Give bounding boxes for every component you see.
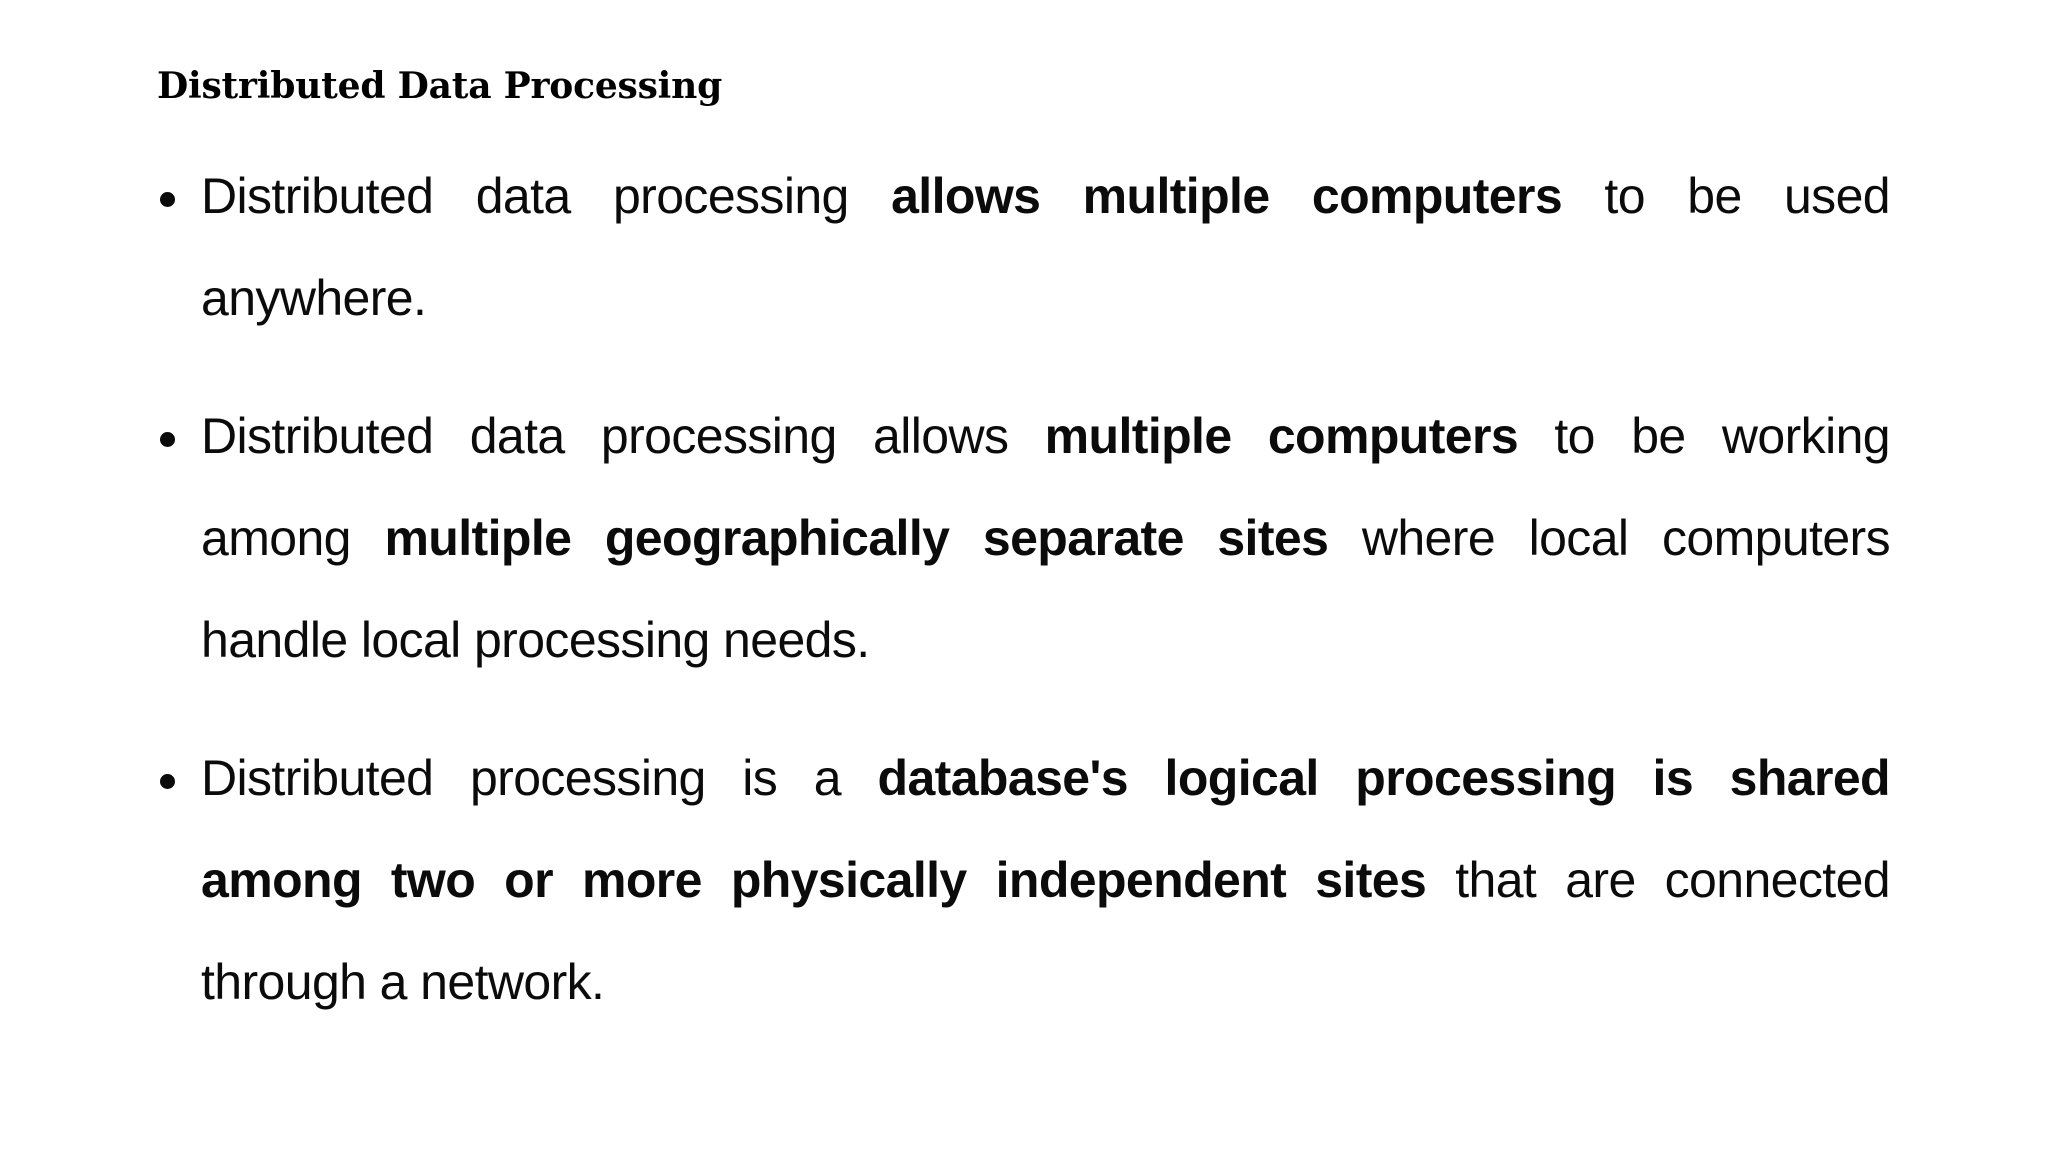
bullet-text-line: handle local processing needs. bbox=[201, 589, 1890, 691]
bullet-icon bbox=[160, 432, 175, 447]
bullet-item: Distributed data processing allows multi… bbox=[157, 385, 1891, 691]
bullet-list: Distributed data processing allows multi… bbox=[157, 145, 1891, 1033]
bullet-text-line: Distributed data processing allows multi… bbox=[201, 145, 1891, 247]
bullet-item: Distributed processing is a database's l… bbox=[157, 727, 1891, 1033]
text-segment: among bbox=[201, 510, 385, 566]
text-segment: Distributed data processing allows bbox=[201, 408, 1045, 464]
bullet-icon bbox=[160, 192, 175, 207]
text-segment: handle local processing needs. bbox=[201, 612, 870, 668]
text-segment-bold: among two or more physically independent… bbox=[201, 852, 1427, 908]
slide-title: Distributed Data Processing bbox=[157, 65, 723, 107]
text-segment-bold: allows multiple computers bbox=[891, 168, 1563, 224]
bullet-text-line: among two or more physically independent… bbox=[201, 829, 1891, 931]
text-segment-bold: database's logical processing is shared bbox=[877, 750, 1891, 806]
text-segment: to be used bbox=[1562, 168, 1891, 224]
bullet-text-line: Distributed processing is a database's l… bbox=[201, 727, 1891, 829]
bullet-text-line: among multiple geographically separate s… bbox=[201, 487, 1891, 589]
text-segment: to be working bbox=[1518, 408, 1890, 464]
bullet-text-line: Distributed data processing allows multi… bbox=[201, 385, 1891, 487]
text-segment-bold: multiple geographically separate sites bbox=[384, 510, 1329, 566]
bullet-item: Distributed data processing allows multi… bbox=[157, 145, 1891, 349]
text-segment: anywhere. bbox=[201, 270, 427, 326]
bullet-text-line: anywhere. bbox=[201, 247, 1890, 349]
text-segment: Distributed data processing bbox=[201, 168, 892, 224]
text-segment-bold: multiple computers bbox=[1044, 408, 1519, 464]
text-segment: Distributed processing is a bbox=[201, 750, 878, 806]
bullet-text-line: through a network. bbox=[201, 931, 1890, 1033]
bullet-icon bbox=[160, 774, 175, 789]
text-segment: that are connected bbox=[1426, 852, 1890, 908]
text-segment: where local computers bbox=[1328, 510, 1891, 566]
text-segment: through a network. bbox=[201, 954, 605, 1010]
